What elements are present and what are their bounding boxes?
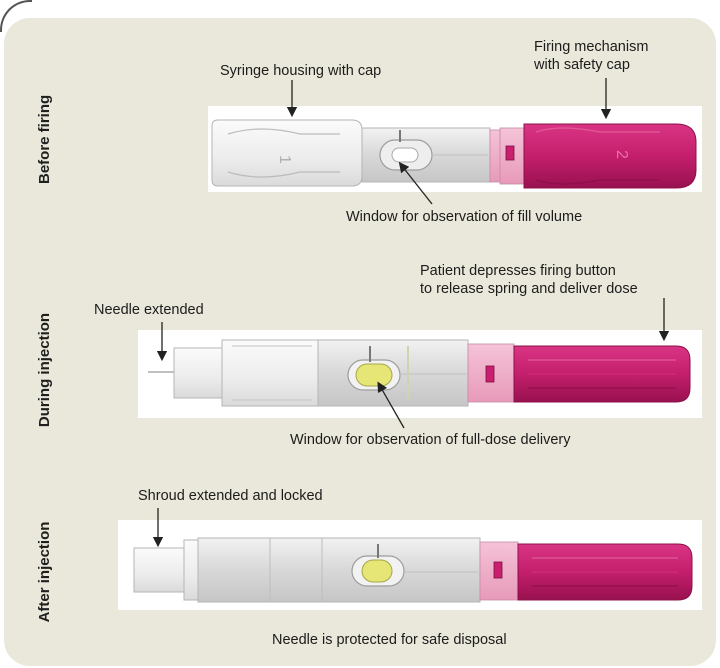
callout-syringe-housing: Syringe housing with cap [220, 63, 382, 79]
device-during-injection [148, 339, 691, 407]
arrow-fill-volume-window [398, 161, 433, 205]
numeral-2-marking: 2 [613, 150, 630, 159]
device-after-injection [133, 537, 693, 603]
callout-firing-mechanism-line2: with safety cap [534, 57, 630, 73]
medication-window [355, 363, 393, 387]
callout-shroud-extended: Shroud extended and locked [138, 488, 323, 504]
numeral-1-marking: 1 [276, 155, 293, 164]
callout-full-dose-window: Window for observation of full-dose deli… [290, 432, 571, 448]
callout-needle-extended: Needle extended [94, 302, 204, 318]
callout-patient-depresses-line2: to release spring and deliver dose [420, 281, 638, 297]
callout-patient-depresses-line1: Patient depresses firing button [420, 263, 616, 279]
arrow-full-dose-window [377, 381, 405, 429]
device-before-firing: 1 2 [211, 119, 697, 189]
callout-fill-volume-window: Window for observation of fill volume [346, 209, 583, 225]
callout-needle-protected: Needle is protected for safe disposal [272, 632, 507, 648]
locked-shroud [133, 547, 185, 593]
callout-firing-mechanism-line1: Firing mechanism [534, 39, 649, 55]
